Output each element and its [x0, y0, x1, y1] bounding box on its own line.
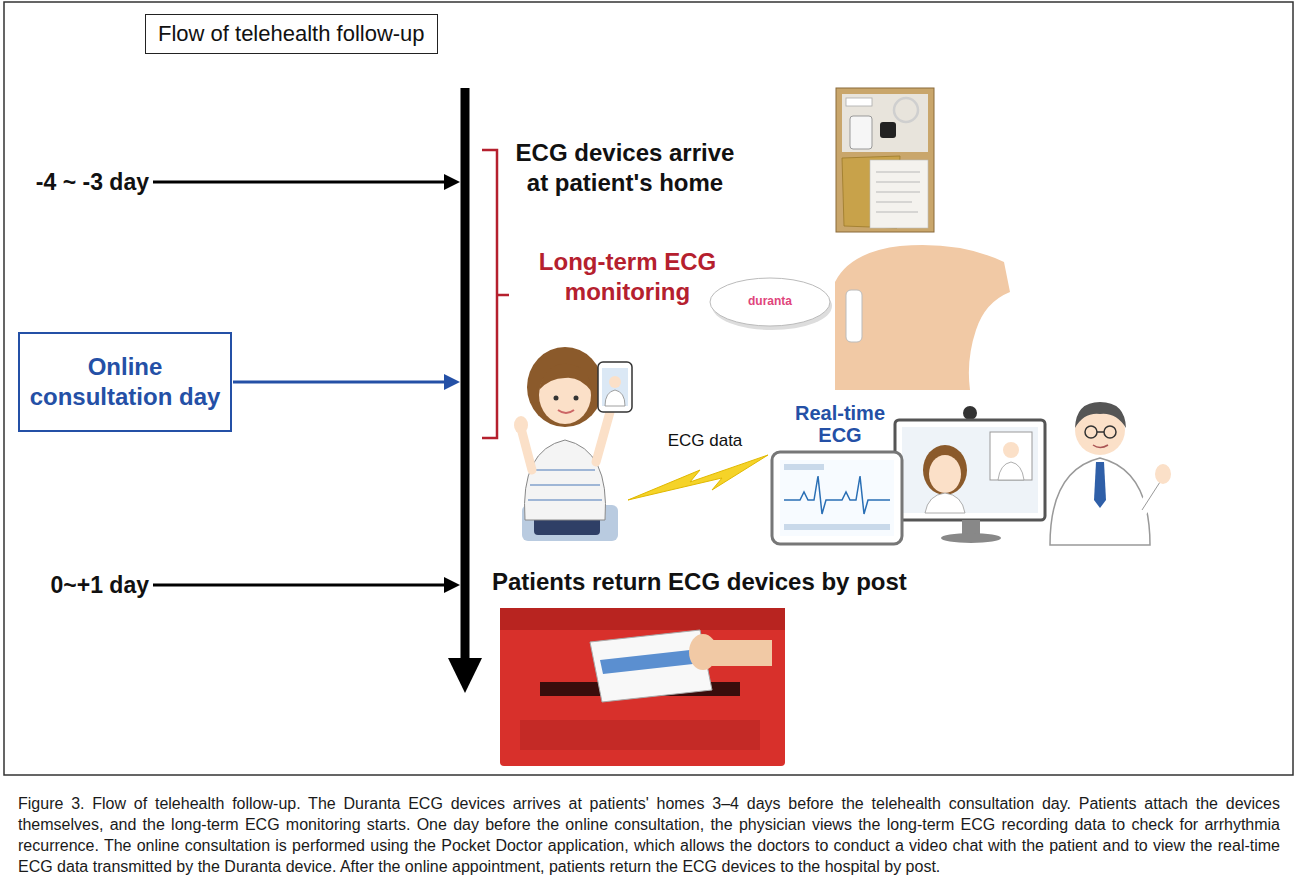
signal-label: ECG data	[655, 430, 755, 451]
day-label: -4 ~ -3 day	[25, 168, 149, 196]
step-label: ECG devices arrive at patient's home	[505, 138, 745, 198]
device-kit-photo	[836, 88, 934, 232]
day-pointer	[153, 577, 460, 593]
monitoring-bracket	[482, 150, 509, 438]
device-logo: duranta	[735, 294, 805, 309]
connector-layer	[233, 374, 460, 390]
patient-illustration	[514, 347, 632, 541]
screen-label: Real-time ECG	[790, 402, 890, 446]
figure-caption: Figure 3. Flow of telehealth follow-up. …	[18, 793, 1280, 877]
step-label: Long-term ECG monitoring	[515, 247, 740, 307]
figure-frame	[4, 2, 1293, 775]
step-label: Patients return ECG devices by post	[492, 567, 932, 597]
ecg-tablet	[772, 452, 902, 544]
figure-title: Flow of telehealth follow-up	[145, 14, 438, 54]
transmission-bolt	[628, 455, 768, 500]
doctor-illustration	[1050, 402, 1171, 545]
box-label: Online consultation day	[28, 352, 222, 412]
pointer-head	[444, 374, 460, 390]
stage-box: Online consultation day	[18, 332, 232, 432]
postbox-photo	[500, 608, 785, 766]
ecg-device	[710, 278, 832, 330]
day-label: 0~+1 day	[25, 571, 149, 599]
chest-illustration	[835, 245, 1010, 390]
day-pointer	[153, 174, 460, 190]
doctor-monitor	[895, 406, 1045, 543]
day-pointer	[233, 381, 446, 384]
